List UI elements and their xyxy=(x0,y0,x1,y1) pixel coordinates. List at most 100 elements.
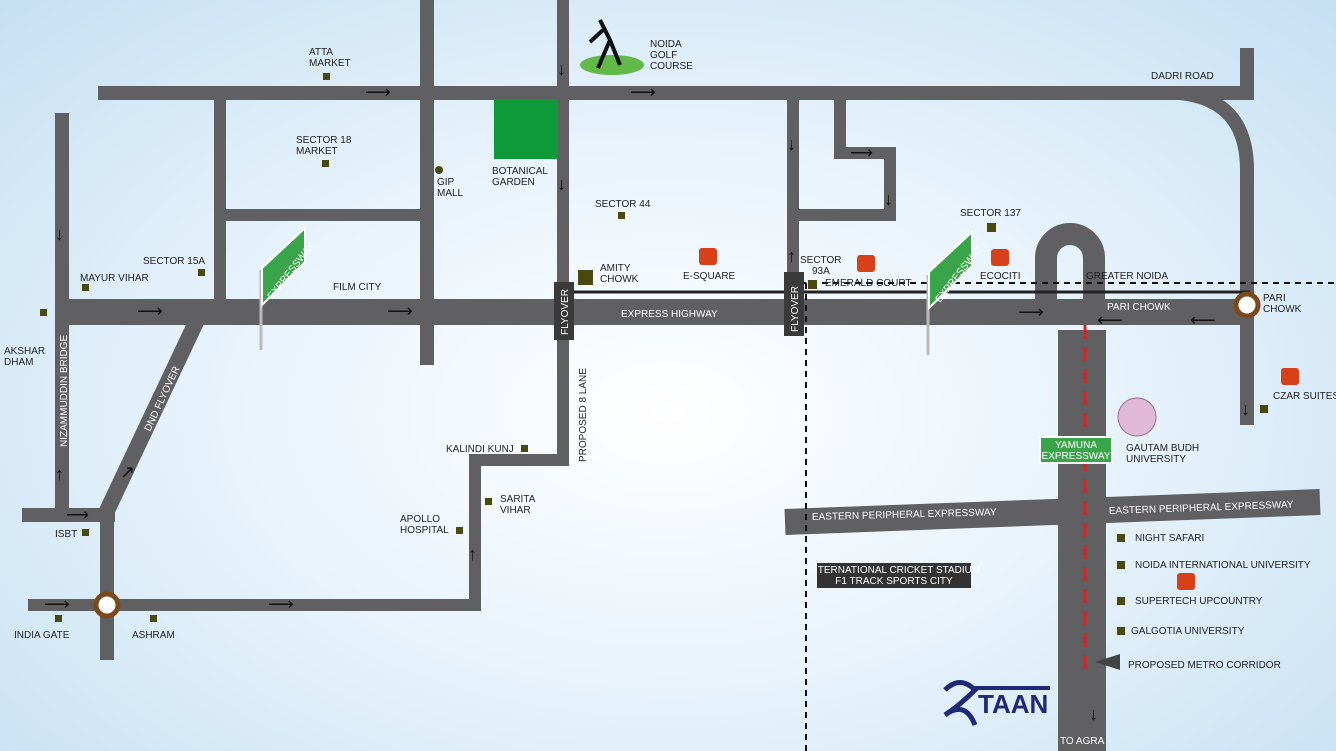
svg-text:↓: ↓ xyxy=(787,134,796,154)
map-label: SECTOR 15A xyxy=(143,256,205,267)
map-label: AMITY xyxy=(600,263,631,274)
project-icon xyxy=(1177,573,1195,590)
arrows: ⟶⟶ ⟶⟶ ⟶⟵⟵ ⟶⟶ ⟶⟶ ↓↓↓ ↓↓↑ ↑↑↗ ↓↓ xyxy=(44,59,1250,724)
map-label: EMERALD COURT xyxy=(825,278,912,289)
map-label: EXPRESSWAY xyxy=(1042,451,1111,462)
map-label: MAYUR VIHAR xyxy=(80,273,149,284)
map-label: INDIA GATE xyxy=(14,630,70,641)
eastern-peripheral-expressway xyxy=(784,489,1321,535)
map-label: YAMUNA xyxy=(1055,440,1097,451)
road xyxy=(787,93,896,300)
loop-road xyxy=(1035,223,1105,300)
pari-chowk-icon xyxy=(1233,291,1261,319)
map-label: E-SQUARE xyxy=(683,271,736,282)
svg-text:↑: ↑ xyxy=(787,246,796,266)
map-label: INTERNATIONAL CRICKET STADIUM xyxy=(808,565,980,576)
svg-text:↓: ↓ xyxy=(557,59,566,79)
map-label: ECOCITI xyxy=(980,271,1021,282)
svg-text:TAAN: TAAN xyxy=(978,689,1048,719)
svg-text:⟶: ⟶ xyxy=(365,82,391,102)
project-logos xyxy=(699,248,1299,590)
map-label: TO AGRA xyxy=(1060,736,1105,747)
svg-text:⟵: ⟵ xyxy=(1190,310,1216,330)
map-label: NOIDA INTERNATIONAL UNIVERSITY xyxy=(1135,560,1311,571)
dadri-road xyxy=(1179,48,1254,425)
map-label: EXPRESS HIGHWAY xyxy=(621,309,718,320)
svg-text:⟶: ⟶ xyxy=(66,507,89,524)
map-label: MALL xyxy=(437,188,464,199)
map-label: SECTOR xyxy=(800,255,842,266)
map-label: GOLF xyxy=(650,50,677,61)
map-label: SECTOR 18 xyxy=(296,135,352,146)
map-label: GALGOTIA UNIVERSITY xyxy=(1131,626,1245,637)
map-label: SUPERTECH UPCOUNTRY xyxy=(1135,596,1263,607)
map-label: GAUTAM BUDH xyxy=(1126,443,1199,454)
map-label: DADRI ROAD xyxy=(1151,71,1214,82)
svg-text:⟶: ⟶ xyxy=(268,594,294,614)
svg-text:↓: ↓ xyxy=(884,189,893,209)
map-label: BOTANICAL xyxy=(492,166,548,177)
svg-text:↓: ↓ xyxy=(55,224,64,244)
dnd-flyover-road xyxy=(97,314,206,519)
place-markers xyxy=(40,73,1268,635)
svg-text:↑: ↑ xyxy=(55,464,64,484)
gautam-budh-icon xyxy=(1117,397,1157,437)
flyover-label: FLYOVER xyxy=(790,286,801,332)
project-icon xyxy=(857,255,875,272)
map-label: GARDEN xyxy=(492,177,535,188)
map-label: VIHAR xyxy=(500,505,531,516)
stadium-box xyxy=(817,563,971,588)
map-label: ISBT xyxy=(55,529,77,540)
noida-expressway-signs: YAMUNA EXPRESSWAY xyxy=(259,225,1113,464)
svg-text:↓: ↓ xyxy=(1089,704,1098,724)
expressway-sign-icon xyxy=(928,229,973,311)
project-icon xyxy=(991,249,1009,266)
junctions xyxy=(93,291,1261,619)
map-label: GREATER NOIDA xyxy=(1086,271,1168,282)
golfer-icon xyxy=(588,19,622,69)
map-label: CZAR SUITES xyxy=(1273,391,1336,402)
map-label: COURSE xyxy=(650,61,693,72)
map-label: FILM CITY xyxy=(333,282,382,293)
map-label: HOSPITAL xyxy=(400,525,449,536)
map-label: F1 TRACK SPORTS CITY xyxy=(835,576,953,587)
botanical-garden-area xyxy=(494,99,558,159)
yamuna-sign xyxy=(1039,436,1113,464)
map-label: MARKET xyxy=(309,58,351,69)
map-label: EASTERN PERIPHERAL EXPRESSWAY xyxy=(812,507,997,523)
svg-text:⟵: ⟵ xyxy=(1097,310,1123,330)
svg-text:↑: ↑ xyxy=(468,544,477,564)
map-label: PARI CHOWK xyxy=(1107,302,1171,313)
roads xyxy=(22,0,1336,751)
map-label: KALINDI KUNJ xyxy=(446,444,514,455)
map-label: DHAM xyxy=(4,357,33,368)
map-label: APOLLO xyxy=(400,514,440,525)
map-label: PROPOSED 8 LANE xyxy=(578,368,589,462)
golf-course-icon xyxy=(580,55,644,75)
map-label: CHOWK xyxy=(600,274,639,285)
map-label: MARKET xyxy=(296,146,338,157)
svg-text:⟶: ⟶ xyxy=(387,301,413,321)
svg-text:⟶: ⟶ xyxy=(1018,302,1044,322)
map-label: UNIVERSITY xyxy=(1126,454,1186,465)
map-label: SECTOR 137 xyxy=(960,208,1021,219)
map-label: CHOWK xyxy=(1263,304,1302,315)
map-label: ATTA xyxy=(309,47,333,58)
map-label: 93A xyxy=(812,266,830,277)
map-label: NIZAMMUDDIN BRIDGE xyxy=(59,334,70,447)
map-label: SARITA xyxy=(500,494,536,505)
map-label: PARI xyxy=(1263,293,1286,304)
svg-text:⟶: ⟶ xyxy=(44,594,70,614)
svg-text:↓: ↓ xyxy=(557,174,566,194)
map-label: GIP xyxy=(437,177,455,188)
project-icon xyxy=(699,248,717,265)
map-label: ASHRAM xyxy=(132,630,175,641)
flyover-label: FLYOVER xyxy=(560,289,571,335)
map-label: NIGHT SAFARI xyxy=(1135,533,1204,544)
dashed-line xyxy=(800,282,1336,751)
map-label: SECTOR 44 xyxy=(595,199,651,210)
junction-icon xyxy=(93,591,121,619)
map-label: AKSHAR xyxy=(4,346,45,357)
